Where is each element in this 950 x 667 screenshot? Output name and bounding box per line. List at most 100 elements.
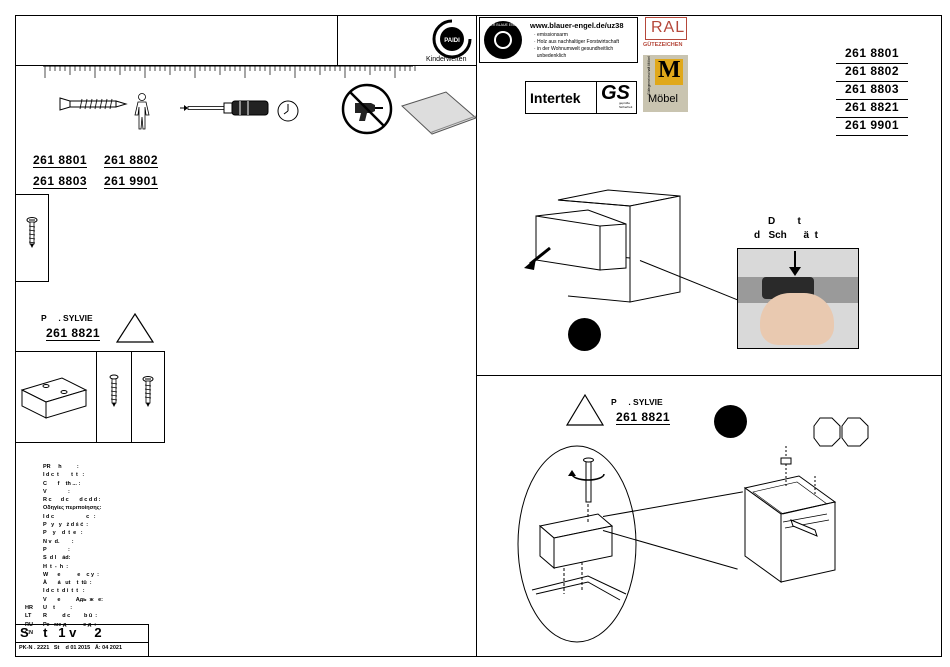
blauer-engel-badge: DER BLAUE ENGEL xyxy=(488,23,521,27)
article-numbers-left: 261 8801 261 8802 261 8803 261 9901 xyxy=(33,151,159,190)
language-text: I d c t t t : xyxy=(43,472,85,479)
care-instruction-line: P : xyxy=(25,546,195,554)
language-text: I d c c : xyxy=(43,513,96,520)
care-instruction-line: I d c c : xyxy=(25,513,195,521)
language-text: R d c b ū : xyxy=(43,613,98,620)
care-instruction-line: Οδηγίες περιποίησης: xyxy=(25,504,195,512)
title-cell-divider xyxy=(337,15,338,65)
no-power-drill-icon xyxy=(341,83,393,135)
language-text: N v d. : xyxy=(43,538,74,545)
language-text: R c d c d c d d : xyxy=(43,497,101,504)
footer-divider xyxy=(16,642,148,643)
parts-divider xyxy=(131,352,132,442)
care-instruction-line: PR h : xyxy=(25,463,195,471)
article-number: 261 8803 xyxy=(836,82,908,100)
article-number: 261 9901 xyxy=(103,174,159,189)
paidi-logo-icon: PAIDI xyxy=(432,19,472,59)
article-number: 261 8801 xyxy=(33,153,88,168)
article-number: 261 8802 xyxy=(836,64,908,82)
screwdriver-icon xyxy=(180,100,269,116)
cabinet-illustration xyxy=(743,446,837,583)
article-numbers-right: 261 8801 261 8802 261 8803 261 8821 261 … xyxy=(836,46,908,136)
drawer-caption-1: D t xyxy=(768,216,801,227)
right-panel-divider xyxy=(476,375,942,376)
gs-label: GS xyxy=(601,82,630,104)
drawer-caption-2: d Sch ä t xyxy=(754,230,818,241)
care-instruction-line: P y d t e : xyxy=(25,529,195,537)
column-divider xyxy=(476,15,477,657)
care-instruction-line: R c d c d c d d : xyxy=(25,496,195,504)
article-number: 261 8803 xyxy=(33,174,88,189)
moebel-side: Gütegemeinschaft Möbel xyxy=(647,56,651,95)
care-instruction-line: À á ut t tü : xyxy=(25,579,195,587)
footer-info: PK-N . 2221 St d 01 2015 Ä: 04 2021 xyxy=(19,645,123,651)
language-text: P y d t e : xyxy=(43,530,83,537)
clock-icon xyxy=(277,100,299,122)
article-number: 261 9901 xyxy=(836,118,908,136)
warning-triangle-icon xyxy=(565,393,605,426)
care-instruction-line: V e Адь ж е: xyxy=(25,596,195,604)
blauer-engel-point-1: · emissionsarm xyxy=(534,32,568,38)
blauer-engel-point-2: · Holz aus nachhaltiger Forstwirtschaft xyxy=(534,39,620,45)
article-number: 261 8821 xyxy=(836,100,908,118)
blauer-engel-box: DER BLAUE ENGEL www.blauer-engel.de/uz38… xyxy=(479,17,638,63)
step-marker xyxy=(714,405,747,438)
language-text: Οδηγίες περιποίησης: xyxy=(43,505,102,512)
moebel-label: Möbel xyxy=(648,93,678,105)
language-text: V e Адь ж е: xyxy=(43,596,103,603)
paidi-logo: PAIDI Kinderwelten xyxy=(426,17,476,65)
blauer-engel-url: www.blauer-engel.de/uz38 xyxy=(530,21,624,30)
care-instruction-line: H t - h : xyxy=(25,563,195,571)
language-text: P y y ż d ś ć : xyxy=(43,522,89,529)
octagon-pair-icon xyxy=(813,417,869,447)
wood-block-icon xyxy=(20,377,88,419)
moebel-m-icon: M xyxy=(655,57,683,85)
kinderwelten-label: Kinderwelten xyxy=(426,56,467,63)
blauer-engel-emblem: DER BLAUE ENGEL xyxy=(484,21,522,59)
language-code: HR xyxy=(25,605,33,612)
gs-sub: geprüfte Sicherheit xyxy=(619,101,633,109)
drawer-release-photo xyxy=(737,248,859,349)
screw-icon xyxy=(59,97,128,111)
language-text: I d c t d i t t : xyxy=(43,588,85,595)
blauer-engel-point-3: · in der Wohnumwelt gesundheitlich xyxy=(534,46,614,52)
care-instructions-list: PR h :I d c t t t :C f th ... :V :R c d … xyxy=(25,463,195,637)
language-text: PR h : xyxy=(43,464,79,470)
parts-box-block xyxy=(15,351,165,443)
language-text: U t : xyxy=(43,605,73,612)
ral-label: RAL xyxy=(651,19,686,36)
parts-divider xyxy=(96,352,97,442)
assembly-detail-illustration xyxy=(517,445,637,643)
ral-box: RAL xyxy=(645,17,687,40)
language-text: S d l ád: xyxy=(43,555,71,562)
intertek-label: Intertek xyxy=(530,90,581,106)
language-text: À á ut t tü : xyxy=(43,580,92,587)
person-icon xyxy=(134,93,150,130)
language-text: C f th ... : xyxy=(43,480,81,487)
gs-logo: GS geprüfte Sicherheit xyxy=(596,81,637,114)
care-instruction-line: W e e c y : xyxy=(25,571,195,579)
care-instruction-line: S d l ád: xyxy=(25,554,195,562)
article-number: 261 8802 xyxy=(103,153,159,168)
care-instruction-line: CN xyxy=(25,629,195,637)
svg-text:PAIDI: PAIDI xyxy=(444,38,460,44)
m-glyph: M xyxy=(658,57,681,83)
footer-title: S t 1 v 2 xyxy=(20,625,102,640)
ral-logo: RAL GÜTEZEICHEN xyxy=(643,17,689,49)
nightstand-drawer-illustration xyxy=(524,189,681,303)
language-code: LT xyxy=(25,613,32,620)
screw-part-icon xyxy=(109,374,119,407)
language-text: W e e c y : xyxy=(43,571,99,578)
footer-box: S t 1 v 2 PK-N . 2221 St d 01 2015 Ä: 04… xyxy=(15,624,149,657)
ral-sub: GÜTEZEICHEN xyxy=(643,42,683,48)
page-frame xyxy=(15,15,942,657)
care-instruction-line: P y y ż d ś ć : xyxy=(25,521,195,529)
ruler-icon xyxy=(43,65,416,78)
care-instruction-line: N v d. : xyxy=(25,538,195,546)
arrow-down-icon xyxy=(789,251,801,276)
care-instruction-line: I d c t t t : xyxy=(25,471,195,479)
article-number: 261 8801 xyxy=(836,46,908,64)
moebel-logo: Gütegemeinschaft Möbel M Möbel xyxy=(643,55,688,112)
screw-part-icon xyxy=(142,376,154,407)
intertek-logo: Intertek xyxy=(525,81,597,114)
